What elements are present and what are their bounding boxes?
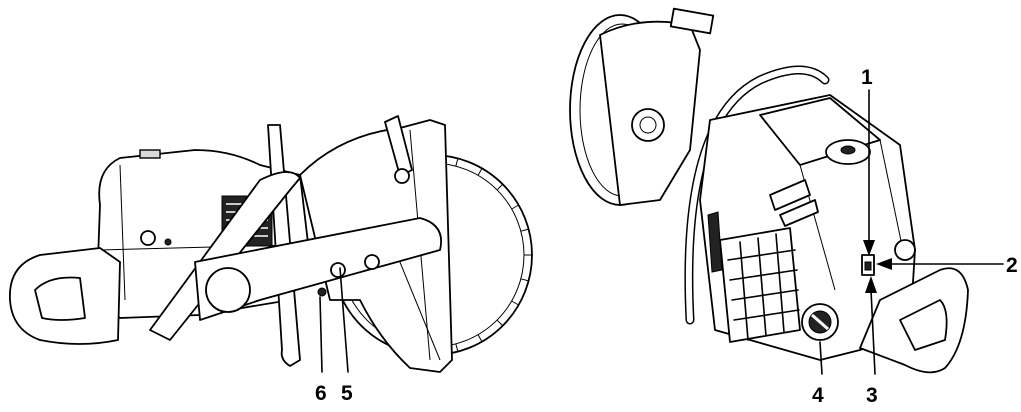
blade-segment-tick	[455, 158, 459, 167]
left-cutting-arm	[194, 217, 442, 321]
right-three-quarter-view: 1 2 3 4	[569, 7, 1018, 407]
blade-segment-tick	[496, 183, 504, 191]
right-air-filter-grill	[719, 227, 801, 343]
callout-6: 6	[315, 382, 327, 405]
blade-segment-tick	[511, 300, 519, 306]
blade-segment-tick	[511, 204, 519, 210]
right-filler-cap-icon	[825, 139, 871, 165]
callout-3: 3	[866, 384, 878, 407]
callout-4: 4	[812, 384, 824, 407]
right-control-switch	[861, 239, 916, 276]
left-screw-6-icon	[317, 287, 327, 297]
blade-segment-tick	[520, 278, 529, 282]
blade-segment-tick	[455, 343, 459, 352]
left-knob-icon	[140, 230, 156, 246]
blade-segment-tick	[496, 319, 504, 327]
blade-segment-tick	[477, 334, 483, 342]
blade-segment-tick	[477, 168, 483, 176]
callout-1: 1	[861, 66, 873, 89]
right-choke-knob	[801, 303, 839, 341]
blade-segment-tick	[520, 228, 529, 232]
callout-2: 2	[1006, 254, 1018, 277]
left-side-view: 6 5	[9, 115, 533, 405]
callout-5: 5	[341, 382, 353, 405]
left-guard-handle	[384, 115, 413, 177]
